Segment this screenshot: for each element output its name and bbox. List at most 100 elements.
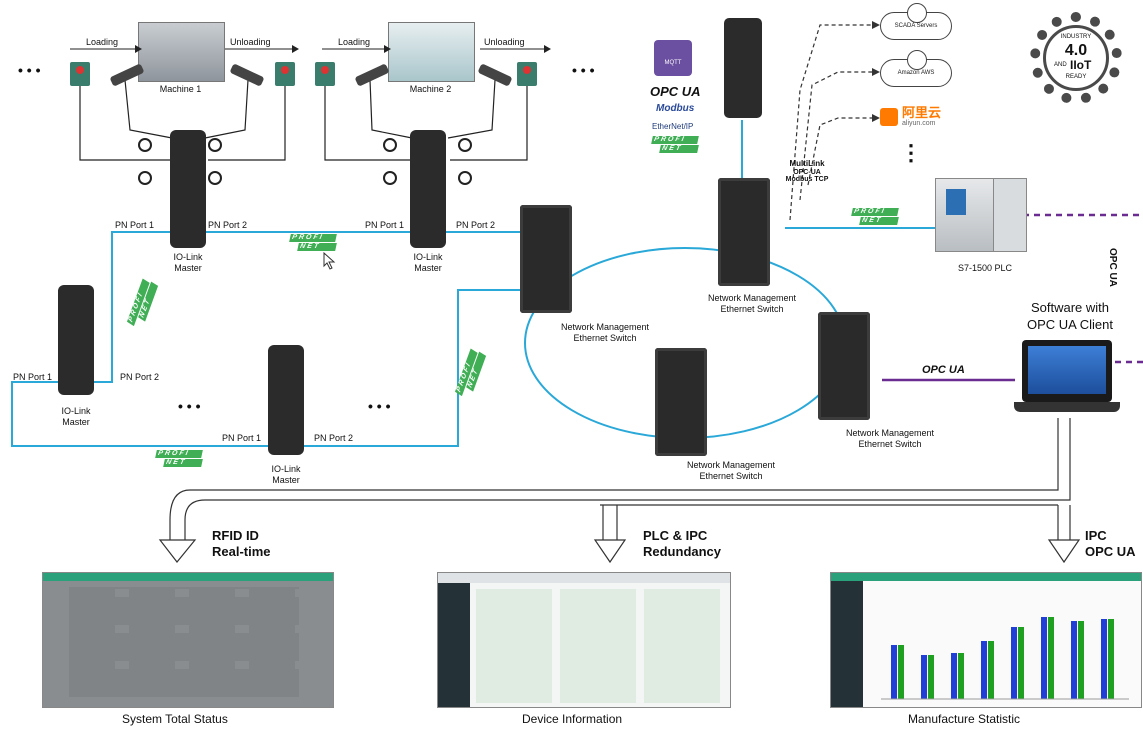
screen-caption-device: Device Information [522, 712, 623, 726]
aliyun-logo: 阿里云 aliyun.com [880, 105, 960, 131]
ellipsis-middle-2: • • • [368, 398, 391, 414]
ellipsis-top-right: • • • [572, 62, 595, 78]
io-gateway-device [724, 18, 762, 118]
system-status-screen [42, 572, 334, 708]
machine-1-loading: Loading [86, 37, 119, 47]
machine-1-flow-arrows [70, 45, 299, 53]
plc-label: S7-1500 PLC [958, 263, 1013, 273]
gear-icon [1043, 25, 1109, 91]
ethernet-switch-device [718, 178, 770, 286]
cloud-arrowheads [872, 21, 880, 122]
opcua-link-label: OPC UA [922, 364, 965, 376]
plc-module [993, 178, 1027, 252]
status-tile-grid [69, 587, 299, 697]
pn-port-1-label: PN Port 1 [365, 220, 405, 230]
io-link-master-device [58, 285, 94, 395]
ethernetip-logo: EtherNet/IP [652, 122, 694, 131]
browser-bar [438, 573, 730, 583]
machine-2-image [388, 22, 475, 82]
cable-master1-west [88, 231, 170, 383]
laptop-screen [1028, 346, 1106, 394]
cloud-icon: Amazon AWS [880, 50, 952, 87]
photoelectric-sensor-icon [517, 62, 537, 86]
m12-connector-icons [138, 138, 472, 185]
statistic-bar-chart [881, 617, 1129, 700]
screen-caption-status: System Total Status [122, 712, 228, 726]
machine-2-flow-arrows [322, 45, 551, 53]
pn-port-2-label: PN Port 2 [120, 372, 160, 382]
pn-port-1-label: PN Port 1 [222, 433, 262, 443]
sidebar-nav [831, 581, 863, 707]
ellipsis-top-left: • • • [18, 62, 41, 78]
sensors [70, 62, 537, 185]
pn-port-1-label: PN Port 1 [115, 220, 155, 230]
pn-port-2-label: PN Port 2 [314, 433, 354, 443]
cable-master4-switch1 [300, 289, 520, 447]
io-link-master-device [410, 130, 446, 248]
machine-2-label: Machine 2 [409, 84, 452, 94]
opcua-side-label: OPC UA [1107, 248, 1118, 287]
pn-port-2-label: PN Port 2 [456, 220, 496, 230]
sidebar-nav [438, 583, 470, 707]
modbus-logo: Modbus [656, 103, 695, 114]
screen-caption-statistic: Manufacture Statistic [908, 712, 1021, 726]
io-link-master-device [268, 345, 304, 455]
pn-port-2-label: PN Port 2 [208, 220, 248, 230]
machine-1-label: Machine 1 [159, 84, 202, 94]
ellipsis-middle-1: • • • [178, 398, 201, 414]
aliyun-icon [880, 108, 898, 126]
proximity-sensor-icon [478, 64, 512, 86]
machine-2-loading: Loading [338, 37, 371, 47]
chart-bars [891, 617, 1114, 699]
photoelectric-sensor-icon [70, 62, 90, 86]
sensor-wiring [79, 79, 528, 161]
laptop-base [1014, 402, 1120, 412]
mouse-cursor-icon [323, 252, 336, 270]
flow-arrows [169, 418, 1071, 540]
device-info-screen [437, 572, 731, 708]
cloud-icon: SCADA Servers [880, 3, 952, 40]
pn-port-1-label: PN Port 1 [13, 372, 53, 382]
proximity-sensor-icon [355, 64, 389, 86]
machine-1-image [138, 22, 225, 82]
opcua-logo: OPC UA [650, 84, 701, 99]
cloud-dashed-links [789, 24, 872, 221]
flow-arrowheads [158, 539, 1081, 564]
photoelectric-sensor-icon [315, 62, 335, 86]
cable-left-loop [11, 381, 268, 447]
proximity-sensor-icon [110, 64, 144, 86]
plc-display [946, 189, 966, 215]
manufacture-statistic-screen [830, 572, 1142, 708]
machine-2-unloading: Unloading [484, 37, 525, 47]
photoelectric-sensor-icon [275, 62, 295, 86]
proximity-sensor-icon [230, 64, 264, 86]
machine-1-unloading: Unloading [230, 37, 271, 47]
ethernet-switch-device [818, 312, 870, 420]
plc-device [935, 178, 995, 252]
laptop-icon [1022, 340, 1112, 402]
ethernet-switch-device [655, 348, 707, 456]
io-link-master-device [170, 130, 206, 248]
ellipsis-vertical: ⋮ [900, 140, 922, 165]
ethernet-switch-device [520, 205, 572, 313]
mqtt-logo: MQTT [654, 40, 692, 76]
device-card-grid [476, 589, 726, 703]
industry-4-badge: INDUSTRY 4.0 AND IIoT READY [1030, 12, 1122, 104]
